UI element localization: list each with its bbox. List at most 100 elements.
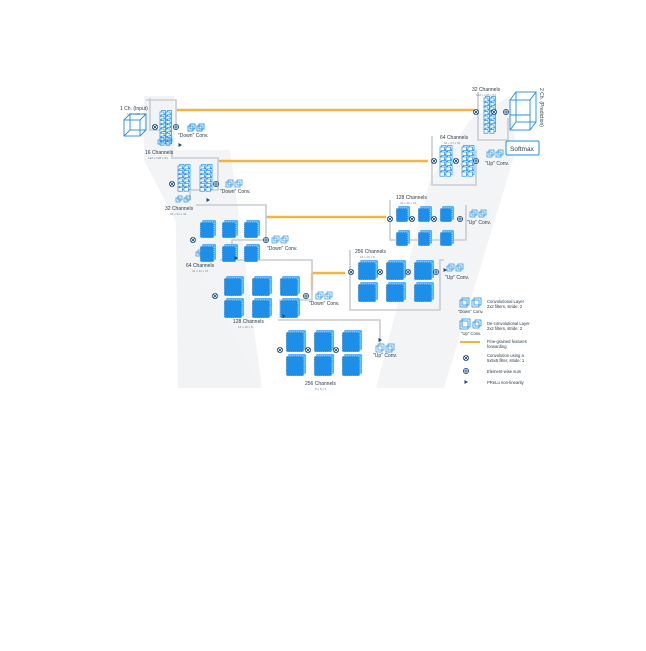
down-conv-icon-4-square: [317, 291, 324, 298]
up-conv-icon-1-square: [387, 343, 395, 351]
convolution-op-cross: [306, 348, 310, 352]
sum-op-3: [302, 292, 309, 299]
convolution-op-10: [386, 215, 393, 222]
enc4-tile-1: [251, 276, 272, 297]
convolution-op-cross: [378, 270, 382, 274]
dec3-tile-1: [417, 206, 432, 223]
sum-op-5: [456, 215, 463, 222]
down-conv-icon-3: [271, 235, 289, 244]
output-label: 2 Ch. (Prediction): [538, 88, 544, 127]
sum-op-0: [172, 124, 179, 131]
dec3-tile-3-front: [395, 231, 409, 247]
legend-conv5-title: Convolution using a: [487, 353, 524, 358]
sum-op-plus: [173, 124, 179, 130]
legend-forward-sub: forwarding: [487, 344, 507, 349]
convolution-op-cross: [410, 217, 414, 221]
bottom-tile-3-front: [285, 355, 305, 377]
legend-deconv-title: De-convolutional Layer: [487, 321, 530, 326]
convolution-op-cross: [388, 217, 392, 221]
enc16-label: 16 Channels: [145, 150, 174, 156]
down-conv-icon-4-square: [324, 293, 331, 300]
down-conv-icon-4: [315, 291, 333, 300]
bottom-tile-4-front: [313, 355, 333, 377]
up-conv-icon-4-square: [497, 149, 504, 156]
convolution-op-cross: [170, 182, 174, 186]
dec32-sub: 128 x 128 x 64: [476, 93, 496, 97]
convolution-op-cross: [153, 125, 157, 129]
enc128-sub: 16 x 16 x 8: [238, 325, 253, 329]
up-conv-icon-4-square: [488, 149, 495, 156]
dec128-sub: 32 x 32 x 16: [400, 201, 417, 205]
convolution-op-1: [168, 180, 175, 187]
up-conv-icon-1-square: [377, 343, 385, 351]
up-conv-icon-4: [486, 149, 504, 158]
enc1-stack-b: [165, 110, 172, 146]
enc64-sub: 32 x 32 x 16: [192, 269, 209, 273]
dec128-label: 128 Channels: [396, 195, 427, 201]
convolution-op-9: [404, 268, 411, 275]
down-conv-icon-2-square: [234, 181, 241, 188]
enc3-tile-1: [221, 220, 238, 239]
sum-op-7: [502, 109, 509, 116]
dec3-tile-2-front: [439, 207, 453, 223]
input-label: 1 Ch. (Input): [120, 106, 148, 112]
skip-feature-icon-1-square: [198, 123, 205, 130]
convolution-op-cross: [432, 159, 436, 163]
convolution-op-cross: [474, 110, 478, 114]
softmax-label: Softmax: [510, 146, 535, 153]
decoder-feature-volumes: [357, 96, 504, 353]
sum-op-4: [432, 268, 439, 275]
skip-feature-icon-1-square: [189, 123, 196, 130]
enc2-icon: [175, 195, 191, 203]
enc2-stack-3-cell: [205, 187, 211, 192]
dec32-label: 32 Channels: [472, 87, 501, 93]
legend-prelu-label: PReLu non-linearity: [487, 380, 525, 385]
down-conv-icon-2: [225, 179, 243, 188]
bottom-tile-2-front: [341, 331, 361, 353]
up-conv-icon-4-square: [495, 151, 502, 158]
legend-conv-sub: 2x2 filters, stride: 2: [487, 304, 523, 309]
softmax-box: Softmax: [505, 140, 540, 156]
enc4-tile-5: [279, 298, 300, 319]
input-sub: 128 x 128 x 64: [127, 112, 147, 116]
convolution-op-cross: [278, 348, 282, 352]
dec3-tile-0-front: [395, 207, 409, 223]
enc4-tile-2-front: [279, 277, 299, 297]
output-volume-icon: [509, 91, 537, 131]
prelu-marker-1: [206, 198, 210, 202]
down-conv-icon-4-square: [315, 293, 322, 300]
enc3-tile-5: [243, 244, 260, 263]
up-conv-icon-3-square: [471, 209, 478, 216]
down-conv-icon-2-square: [227, 179, 234, 186]
dec4-tile-0: [357, 260, 378, 281]
up-conv-label-2: "Up" Conv.: [445, 275, 469, 281]
convolution-op-8: [376, 268, 383, 275]
skip-feature-icon-1-square: [187, 125, 194, 132]
convolution-op-7: [347, 268, 354, 275]
convolution-op-12: [430, 215, 437, 222]
bottom-tile-1-front: [313, 331, 333, 353]
enc1-stack-a: [159, 110, 166, 146]
dec4-tile-2-front: [413, 261, 433, 281]
dec2-stack-3-cell: [467, 171, 473, 177]
enc2-stack-0: [177, 164, 185, 192]
enc2-stack-3: [205, 164, 213, 192]
convolution-op-11: [408, 215, 415, 222]
dec256-label: 256 Channels: [355, 249, 386, 255]
enc1-icon-square: [159, 137, 165, 143]
up-conv-icon-2-square: [457, 263, 464, 270]
up-conv-icon-3: [469, 209, 487, 218]
legend-deconv-icon: [459, 318, 482, 330]
prelu-marker-0: [178, 143, 182, 147]
enc3-tile-0: [199, 220, 216, 239]
down-conv-icon-1-square: [196, 125, 203, 132]
legend-conv-icon: [459, 297, 482, 308]
legend-conv5-icon: [462, 354, 469, 361]
enc32-label: 32 Channels: [165, 206, 194, 212]
enc32-sub: 64 x 64 x 32: [170, 212, 187, 216]
dec64-sub: 64 x 64 x 32: [444, 141, 461, 145]
prelu-marker-4: [378, 338, 382, 342]
dec4-tile-0-front: [357, 261, 377, 281]
enc4-tile-3-front: [223, 299, 243, 319]
convolution-op-15: [472, 109, 479, 116]
